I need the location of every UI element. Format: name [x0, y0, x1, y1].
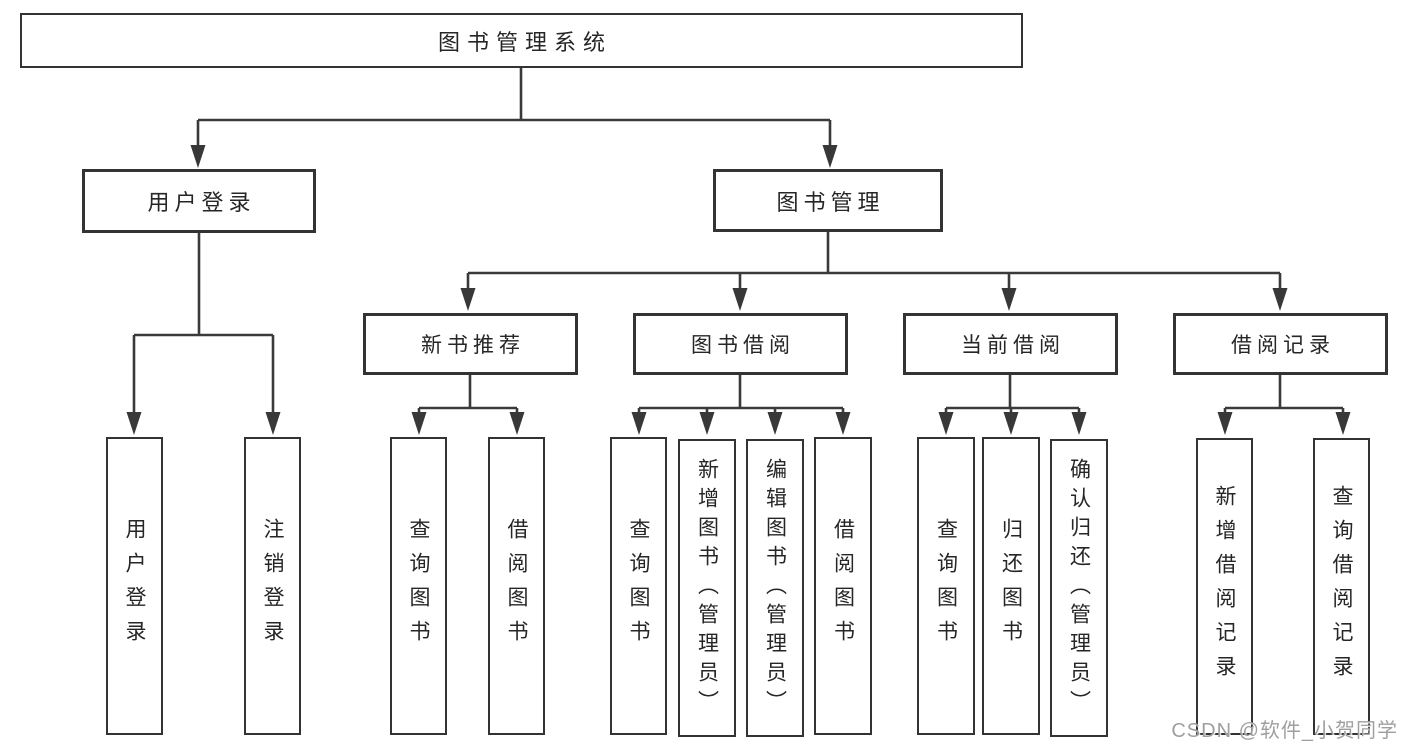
node-user-login: 用户登录 — [82, 169, 316, 233]
node-leaf-query-books-borrowing: 查询图书 — [610, 437, 667, 735]
node-leaf-logout-label: 注销登录 — [261, 518, 284, 654]
node-book-borrowing-label: 图书借阅 — [691, 334, 795, 357]
node-leaf-query-books-recommend-label: 查询图书 — [407, 518, 430, 654]
node-borrowing-records-label: 借阅记录 — [1231, 334, 1335, 357]
node-leaf-confirm-return-admin-label: 确认归还（管理员） — [1067, 457, 1091, 719]
node-leaf-borrow-books-recommend-label: 借阅图书 — [505, 518, 528, 654]
node-leaf-user-login-label: 用户登录 — [123, 518, 146, 654]
node-book-management: 图书管理 — [713, 169, 943, 232]
node-leaf-query-books-current-label: 查询图书 — [934, 518, 958, 654]
node-leaf-edit-books-admin: 编辑图书（管理员） — [746, 439, 804, 737]
node-leaf-add-borrow-record: 新增借阅记录 — [1196, 438, 1253, 735]
node-leaf-return-books: 归还图书 — [982, 437, 1040, 735]
node-library-management-system-label: 图书管理系统 — [437, 29, 612, 55]
node-leaf-borrow-books-borrowing: 借阅图书 — [814, 437, 872, 735]
node-leaf-query-books-borrowing-label: 查询图书 — [627, 518, 650, 654]
node-leaf-query-books-current: 查询图书 — [917, 437, 975, 735]
node-current-borrowing-label: 当前借阅 — [961, 334, 1065, 357]
node-current-borrowing: 当前借阅 — [903, 313, 1118, 375]
node-new-book-recommend: 新书推荐 — [363, 313, 578, 375]
node-leaf-edit-books-admin-label: 编辑图书（管理员） — [763, 457, 787, 719]
node-leaf-query-borrow-record: 查询借阅记录 — [1313, 438, 1370, 735]
node-leaf-return-books-label: 归还图书 — [999, 518, 1023, 654]
node-leaf-user-login: 用户登录 — [106, 437, 163, 735]
node-leaf-query-borrow-record-label: 查询借阅记录 — [1330, 484, 1353, 689]
node-user-login-label: 用户登录 — [147, 190, 256, 215]
node-leaf-add-books-admin-label: 新增图书（管理员） — [695, 457, 719, 719]
node-library-management-system: 图书管理系统 — [20, 13, 1023, 68]
node-leaf-add-books-admin: 新增图书（管理员） — [678, 439, 736, 737]
node-new-book-recommend-label: 新书推荐 — [421, 334, 525, 357]
node-leaf-confirm-return-admin: 确认归还（管理员） — [1050, 439, 1108, 737]
node-borrowing-records: 借阅记录 — [1173, 313, 1388, 375]
node-leaf-borrow-books-recommend: 借阅图书 — [488, 437, 545, 735]
node-leaf-logout: 注销登录 — [244, 437, 301, 735]
node-leaf-query-books-recommend: 查询图书 — [390, 437, 447, 735]
node-book-borrowing: 图书借阅 — [633, 313, 848, 375]
node-book-management-label: 图书管理 — [776, 189, 885, 215]
csdn-watermark: CSDN @软件_小贺同学 — [1171, 720, 1398, 742]
node-leaf-add-borrow-record-label: 新增借阅记录 — [1213, 484, 1236, 689]
node-leaf-borrow-books-borrowing-label: 借阅图书 — [831, 518, 855, 654]
